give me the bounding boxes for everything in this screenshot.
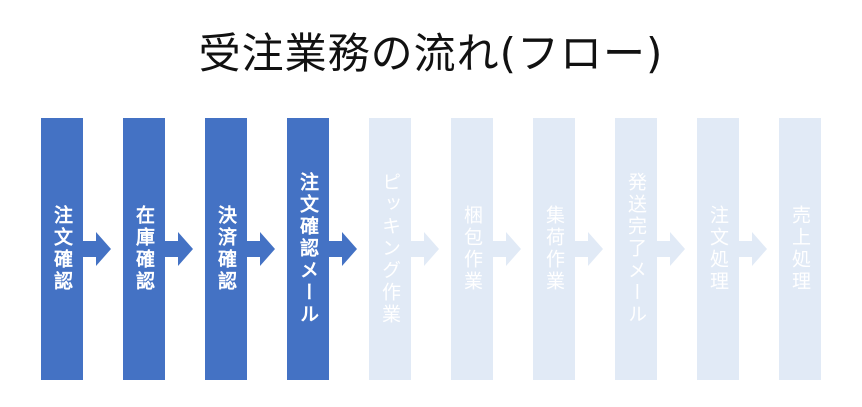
step-label: 集荷作業 [543,205,565,293]
arrow-right-icon [165,232,193,266]
step-picking: ピッキング作業 [369,118,411,380]
arrow-right-icon [247,232,275,266]
diagram-title: 受注業務の流れ(フロー) [198,29,664,78]
step-sales-processing: 売上処理 [779,118,821,380]
step-payment-check: 決済確認 [205,118,247,380]
step-stock-check: 在庫確認 [123,118,165,380]
arrow-right-icon [411,232,439,266]
arrow-right-icon [575,232,603,266]
step-shipping-complete-mail: 発送完了メール [615,118,657,380]
step-label: 注文確認メール [297,172,319,326]
step-label: 売上処理 [789,205,811,293]
step-label: 梱包作業 [461,205,483,293]
step-order-check: 注文確認 [41,118,83,380]
step-order-confirmation-mail: 注文確認メール [287,118,329,380]
arrow-right-icon [739,232,767,266]
step-label: 在庫確認 [133,205,155,293]
step-label: 注文確認 [51,205,73,293]
step-label: 発送完了メール [625,172,647,326]
step-pickup: 集荷作業 [533,118,575,380]
step-order-processing: 注文処理 [697,118,739,380]
step-label: 決済確認 [215,205,237,293]
step-label: ピッキング作業 [379,172,401,326]
arrow-right-icon [83,232,111,266]
step-label: 注文処理 [707,205,729,293]
arrow-right-icon [493,232,521,266]
arrow-right-icon [657,232,685,266]
arrow-right-icon [329,232,357,266]
step-packing: 梱包作業 [451,118,493,380]
